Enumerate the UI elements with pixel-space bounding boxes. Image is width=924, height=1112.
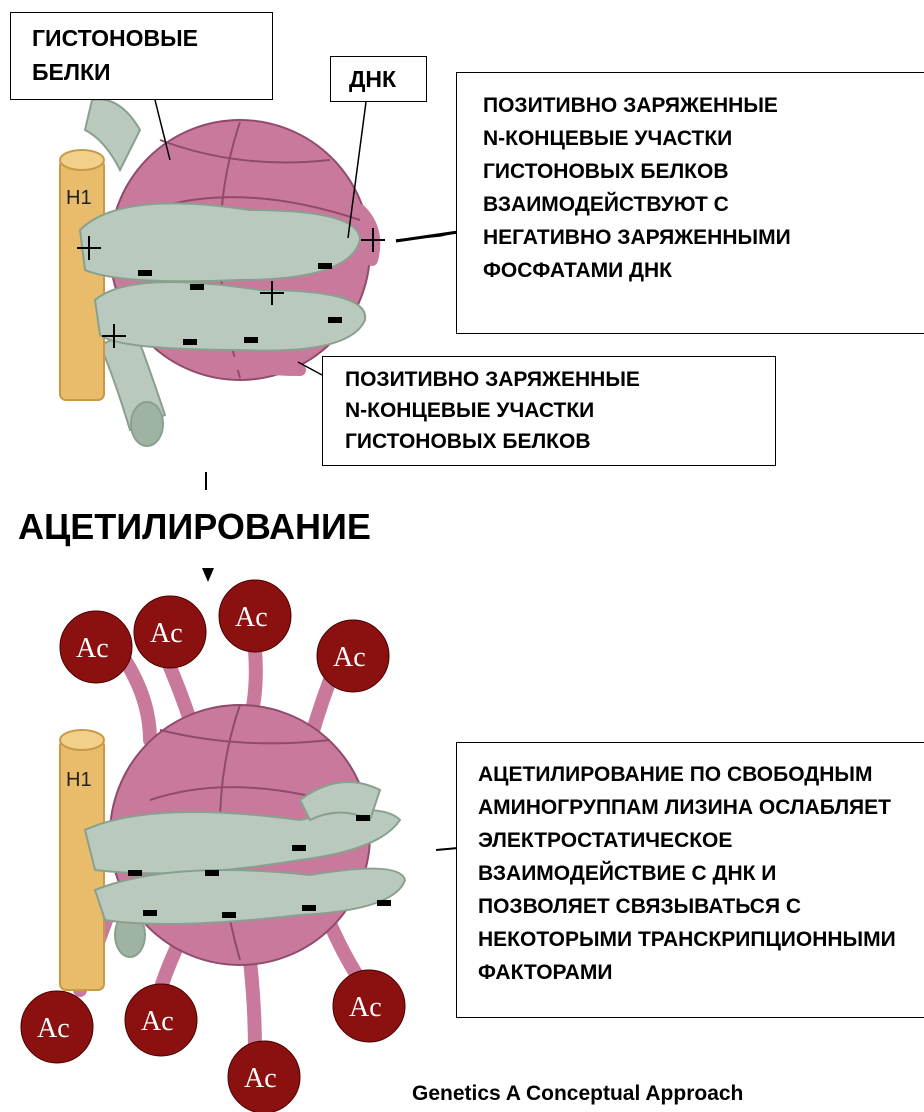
negative-charge: [318, 263, 332, 269]
svg-text:Ac: Ac: [333, 642, 366, 673]
negative-charge: [302, 905, 316, 911]
label-line: ДНК: [349, 66, 426, 93]
label-line: ГИСТОНОВЫХ БЕЛКОВ: [483, 155, 924, 188]
negative-charge: [328, 317, 342, 323]
label-line: ВЗАИМОДЕЙСТВИЕ С ДНК И: [478, 857, 924, 890]
label-line: НЕКОТОРЫМИ ТРАНСКРИПЦИОННЫМИ: [478, 923, 924, 956]
svg-text:Ac: Ac: [235, 602, 268, 633]
label-line: АМИНОГРУППАМ ЛИЗИНА ОСЛАБЛЯЕТ: [478, 791, 924, 824]
label-line: БЕЛКИ: [32, 55, 272, 89]
top-dna-wrap-upper: [80, 203, 360, 281]
arrow-head-icon: [202, 568, 214, 582]
acetyl-group: Ac: [219, 580, 291, 652]
svg-text:Ac: Ac: [244, 1063, 277, 1094]
acetyl-group: Ac: [21, 991, 93, 1063]
label-line: ВЗАИМОДЕЙСТВУЮТ С: [483, 188, 924, 221]
label-line: ФОСФАТАМИ ДНК: [483, 254, 924, 287]
svg-text:Ac: Ac: [76, 633, 109, 664]
bottom-h1-label: H1: [66, 769, 92, 791]
negative-charge: [128, 870, 142, 876]
negative-charge: [143, 910, 157, 916]
acetyl-group: Ac: [228, 1041, 300, 1112]
top-dna-end: [131, 402, 163, 446]
svg-text:Ac: Ac: [349, 992, 382, 1023]
source-citation: Genetics A Conceptual Approach: [412, 1082, 743, 1106]
dna-label: ДНК: [330, 56, 427, 102]
negative-charge: [222, 912, 236, 918]
negative-charge: [183, 339, 197, 345]
negative-charge: [244, 337, 258, 343]
acetylation-title: АЦЕТИЛИРОВАНИЕ: [18, 506, 371, 548]
bottom-nucleosome: H1 Ac Ac Ac Ac Ac Ac Ac: [21, 580, 405, 1112]
acetyl-group: Ac: [125, 984, 197, 1056]
acetyl-group: Ac: [317, 620, 389, 692]
interaction-description: ПОЗИТИВНО ЗАРЯЖЕННЫЕ N-КОНЦЕВЫЕ УЧАСТКИ …: [456, 72, 924, 334]
label-line: ПОЗИТИВНО ЗАРЯЖЕННЫЕ: [483, 89, 924, 122]
label-line: ПОЗВОЛЯЕТ СВЯЗЫВАТЬСЯ С: [478, 890, 924, 923]
acetyl-group: Ac: [333, 970, 405, 1042]
negative-charge: [138, 270, 152, 276]
bottom-leader-line: [436, 848, 458, 850]
label-line: N-КОНЦЕВЫЕ УЧАСТКИ: [345, 395, 775, 426]
svg-text:Ac: Ac: [150, 618, 183, 649]
label-line: ФАКТОРАМИ: [478, 956, 924, 989]
negative-charge: [190, 284, 204, 290]
label-line: ПОЗИТИВНО ЗАРЯЖЕННЫЕ: [345, 364, 775, 395]
negative-charge: [377, 900, 391, 906]
n-terminal-tails-label: ПОЗИТИВНО ЗАРЯЖЕННЫЕ N-КОНЦЕВЫЕ УЧАСТКИ …: [322, 356, 776, 466]
svg-text:Ac: Ac: [37, 1013, 70, 1044]
label-line: НЕГАТИВНО ЗАРЯЖЕННЫМИ: [483, 221, 924, 254]
histone-proteins-label: ГИСТОНОВЫЕ БЕЛКИ: [10, 12, 273, 100]
label-line: N-КОНЦЕВЫЕ УЧАСТКИ: [483, 122, 924, 155]
top-h1-label: H1: [66, 187, 92, 209]
acetyl-group: Ac: [60, 611, 132, 683]
label-line: АЦЕТИЛИРОВАНИЕ ПО СВОБОДНЫМ: [478, 758, 924, 791]
negative-charge: [356, 815, 370, 821]
bottom-dna-wrap-lower: [95, 869, 405, 924]
label-line: ГИСТОНОВЫХ БЕЛКОВ: [345, 426, 775, 457]
negative-charge: [205, 870, 219, 876]
svg-text:Ac: Ac: [141, 1006, 174, 1037]
acetylation-effect-description: АЦЕТИЛИРОВАНИЕ ПО СВОБОДНЫМ АМИНОГРУППАМ…: [456, 742, 924, 1018]
negative-charge: [292, 845, 306, 851]
label-line: ГИСТОНОВЫЕ: [32, 21, 272, 55]
label-line: ЭЛЕКТРОСТАТИЧЕСКОЕ: [478, 824, 924, 857]
acetyl-group: Ac: [134, 596, 206, 668]
